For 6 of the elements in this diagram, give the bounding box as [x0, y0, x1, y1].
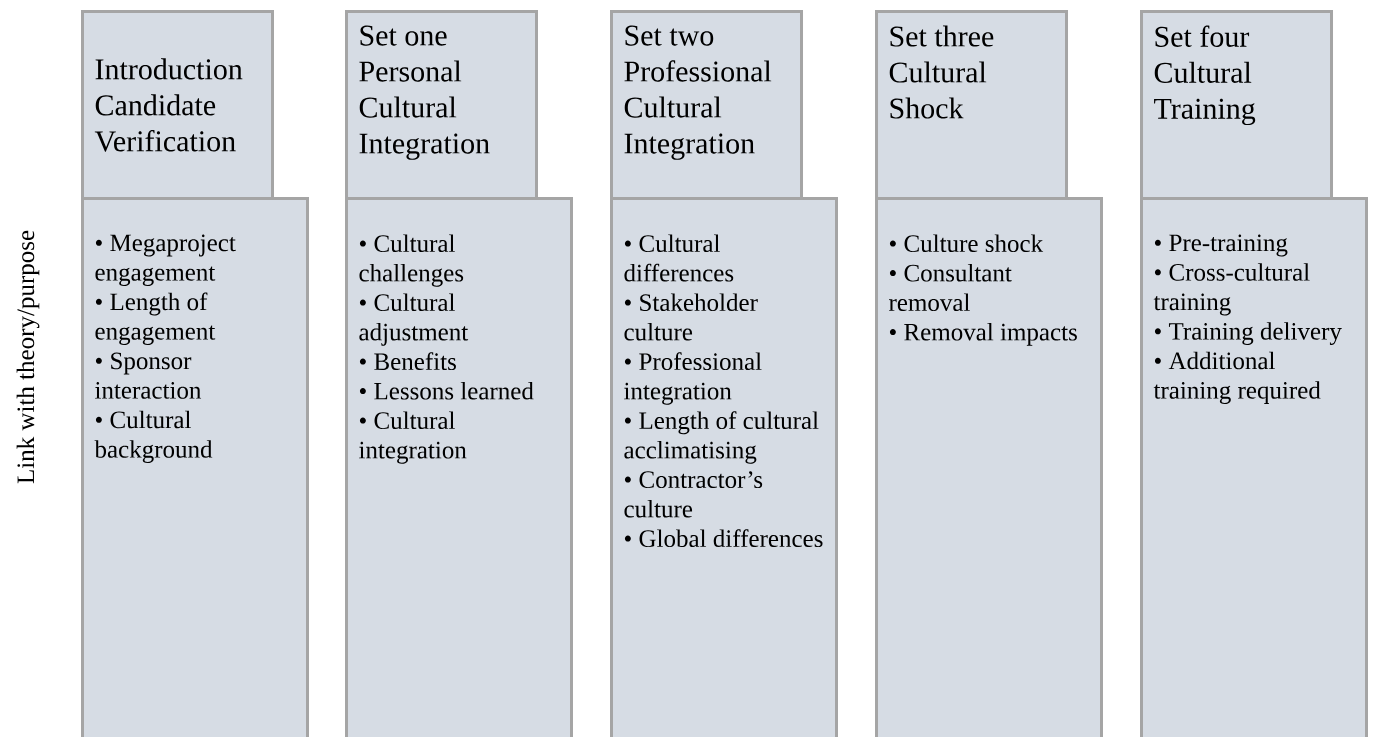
header-box: Set one Personal Cultural Integration	[345, 10, 538, 200]
header-box: Introduction Candidate Verification	[81, 10, 274, 200]
header-box: Set four Cultural Training	[1140, 10, 1333, 200]
header-box: Set two Professional Cultural Integration	[610, 10, 803, 200]
header-box: Set three Cultural Shock	[875, 10, 1068, 200]
side-label: Link with theory/purpose	[16, 230, 40, 484]
